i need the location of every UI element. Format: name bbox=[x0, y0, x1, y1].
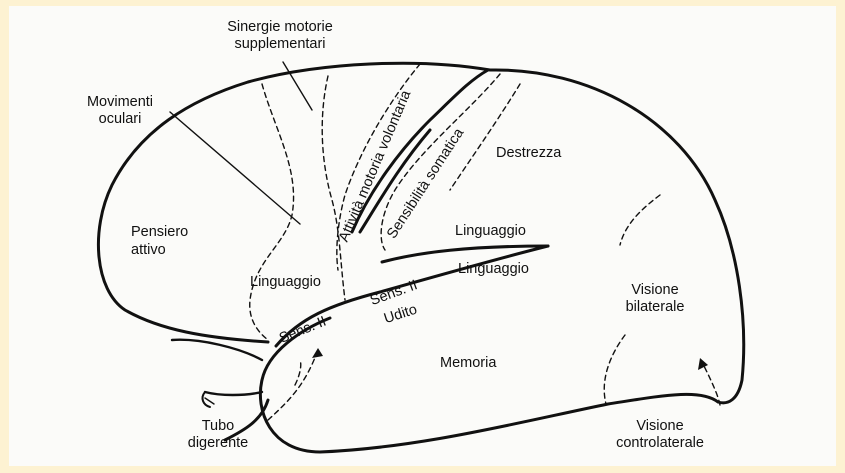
label-visione-controlaterale-2: controlaterale bbox=[616, 435, 704, 451]
label-movimenti: Movimenti bbox=[86, 94, 154, 110]
figure-frame bbox=[9, 6, 836, 466]
label-linguaggio-left: Linguaggio bbox=[250, 274, 321, 290]
arrow-tubo bbox=[267, 349, 319, 421]
label-tubo: Tubo bbox=[201, 418, 235, 434]
label-visione: Visione bbox=[631, 282, 679, 298]
dashed-occipital-low bbox=[603, 334, 626, 405]
label-digerente: digerente bbox=[187, 435, 249, 451]
tubo-contour bbox=[203, 390, 264, 397]
label-attivo: attivo bbox=[131, 242, 166, 258]
dashed-frontal bbox=[249, 83, 295, 341]
label-destrezza: Destrezza bbox=[496, 145, 562, 161]
leader-movimenti bbox=[169, 111, 301, 225]
sylvian-fissure bbox=[274, 244, 550, 348]
label-bilaterale: bilaterale bbox=[625, 299, 685, 315]
brainstem-line bbox=[223, 398, 270, 442]
leader-sinergie bbox=[282, 61, 313, 111]
leader-tubo bbox=[204, 397, 215, 405]
dashed-parietal bbox=[449, 83, 521, 191]
label-sinergie: Sinergie motorie bbox=[227, 19, 333, 35]
label-linguaggio-mid: Linguaggio bbox=[458, 261, 529, 277]
dashed-somatic bbox=[380, 73, 501, 251]
dashed-premotor bbox=[321, 75, 346, 301]
dashed-motor bbox=[336, 63, 421, 271]
dashed-temporal bbox=[294, 359, 302, 386]
temporal-lobe-outline bbox=[258, 316, 720, 454]
label-visione-controlaterale-1: Visione bbox=[636, 418, 684, 434]
tubo-hook bbox=[201, 391, 211, 408]
arrowhead-visione bbox=[698, 358, 708, 370]
label-oculari: oculari bbox=[98, 111, 142, 127]
sensibilita-line bbox=[358, 128, 432, 234]
linguaggio-line bbox=[380, 244, 550, 264]
brain-outline bbox=[96, 61, 746, 405]
label-pensiero: Pensiero bbox=[131, 224, 189, 240]
dashed-occipital bbox=[619, 194, 661, 246]
label-supplementari: supplementari bbox=[234, 36, 326, 52]
cerebellum-contour bbox=[170, 338, 264, 362]
arrowhead-tubo bbox=[312, 348, 323, 358]
label-linguaggio-top: Linguaggio bbox=[455, 223, 526, 239]
label-memoria: Memoria bbox=[440, 355, 497, 371]
central-sulcus bbox=[350, 68, 490, 234]
